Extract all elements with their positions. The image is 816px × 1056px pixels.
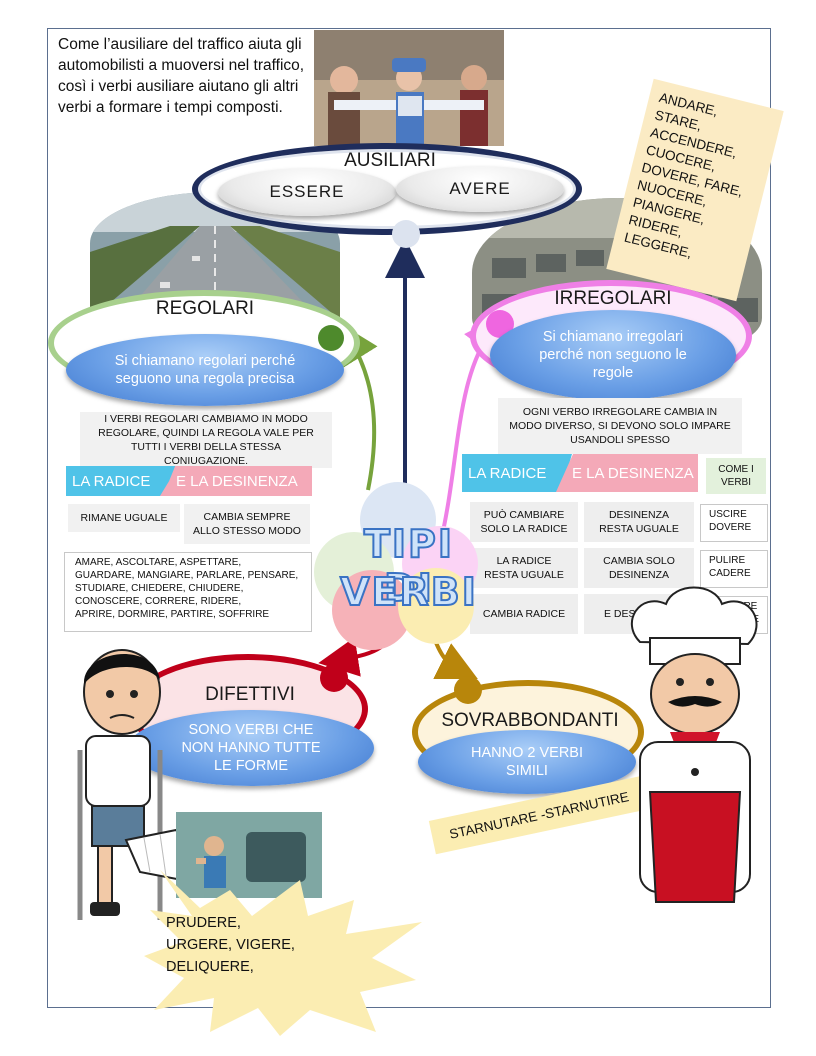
sovrabbondanti-definition: HANNO 2 VERBI SIMILI	[471, 745, 583, 779]
regolari-radice-value: RIMANE UGUALE	[68, 504, 180, 532]
avere-pill: AVERE	[396, 166, 564, 212]
difettivi-dot	[320, 664, 348, 692]
irregolari-radice-label: LA RADICE	[462, 454, 572, 492]
center-title-line2: VERBI	[339, 569, 478, 615]
sovrabbondanti-dot	[454, 676, 482, 704]
irregolari-row3-radice: CAMBIA RADICE	[470, 594, 578, 634]
regolari-examples-line1: AMARE, ASCOLTARE, ASPETTARE, GUARDARE, M…	[75, 557, 299, 607]
irregolari-row1-examples: USCIRE DOVERE	[700, 504, 768, 542]
irregolari-row2-desinenza: CAMBIA SOLO DESINENZA	[584, 548, 694, 588]
chef-illustration	[630, 586, 758, 903]
starburst-shape	[144, 870, 422, 1036]
essere-pill: ESSERE	[218, 168, 396, 216]
irregolari-row2-examples: PULIRE CADERE	[700, 550, 768, 588]
sovrabbondanti-definition-pill: HANNO 2 VERBI SIMILI	[418, 730, 636, 794]
arrow-regolari	[339, 323, 378, 491]
difettivi-title: DIFETTIVI	[205, 684, 295, 705]
regolari-examples-line2: APRIRE, DORMIRE, PARTIRE, SOFFRIRE	[75, 609, 270, 620]
ausiliari-title: AUSILIARI	[344, 150, 436, 171]
difettivi-example: PRUDERE,	[166, 915, 241, 931]
irregolari-title: IRREGOLARI	[554, 288, 672, 309]
regolari-explanation: I VERBI REGOLARI CAMBIAMO IN MODO REGOLA…	[80, 412, 332, 468]
page-frame	[47, 28, 771, 1008]
essere-label: ESSERE	[269, 182, 345, 201]
irregolari-definition: Si chiamano irregolari perché non seguon…	[539, 329, 687, 381]
difettivi-definition-pill: SONO VERBI CHE NON HANNO TUTTE LE FORME	[128, 710, 374, 786]
ausiliari-dot	[392, 220, 420, 248]
regolari-examples: AMARE, ASCOLTARE, ASPETTARE, GUARDARE, M…	[64, 552, 312, 632]
difettivi-example: URGERE, VIGERE,	[166, 937, 295, 953]
regolari-dot	[318, 325, 344, 351]
irregolari-definition-pill: Si chiamano irregolari perché non seguon…	[490, 310, 736, 400]
regolari-radice-label: LA RADICE	[66, 466, 176, 496]
irregolari-explanation: OGNI VERBO IRREGOLARE CAMBIA IN MODO DIV…	[498, 398, 742, 454]
regolari-definition: Si chiamano regolari perché seguono una …	[114, 353, 296, 387]
intro-text: Come l’ausiliare del traffico aiuta gli …	[58, 36, 305, 116]
irregolari-row2-radice: LA RADICE RESTA UGUALE	[470, 548, 578, 588]
irregolari-come-label: COME I VERBI	[706, 458, 766, 494]
center-circle-yellow	[398, 568, 474, 644]
irregolari-desinenza-label: E LA DESINENZA	[556, 454, 698, 492]
irregolari-row1-radice: PUÒ CAMBIARE SOLO LA RADICE	[470, 502, 578, 542]
irregolari-row1-desinenza: DESINENZA RESTA UGUALE	[584, 502, 694, 542]
difettivi-example: DELIQUERE,	[166, 959, 254, 975]
difettivi-examples: PRUDERE, URGERE, VIGERE, DELIQUERE,	[166, 912, 295, 978]
regolari-desinenza-value: CAMBIA SEMPRE ALLO STESSO MODO	[184, 504, 310, 544]
difettivi-definition: SONO VERBI CHE NON HANNO TUTTE LE FORME	[181, 722, 321, 774]
regolari-desinenza-label: E LA DESINENZA	[160, 466, 312, 496]
regolari-title: REGOLARI	[155, 298, 255, 319]
avere-label: AVERE	[449, 179, 511, 198]
traffic-officer-photo	[314, 30, 504, 146]
sovrabbondanti-title: SOVRABBONDANTI	[441, 710, 619, 731]
regolari-definition-pill: Si chiamano regolari perché seguono una …	[66, 334, 344, 406]
construction-worker-photo	[176, 812, 322, 898]
center-title-line1: TIPI DI	[363, 521, 455, 611]
